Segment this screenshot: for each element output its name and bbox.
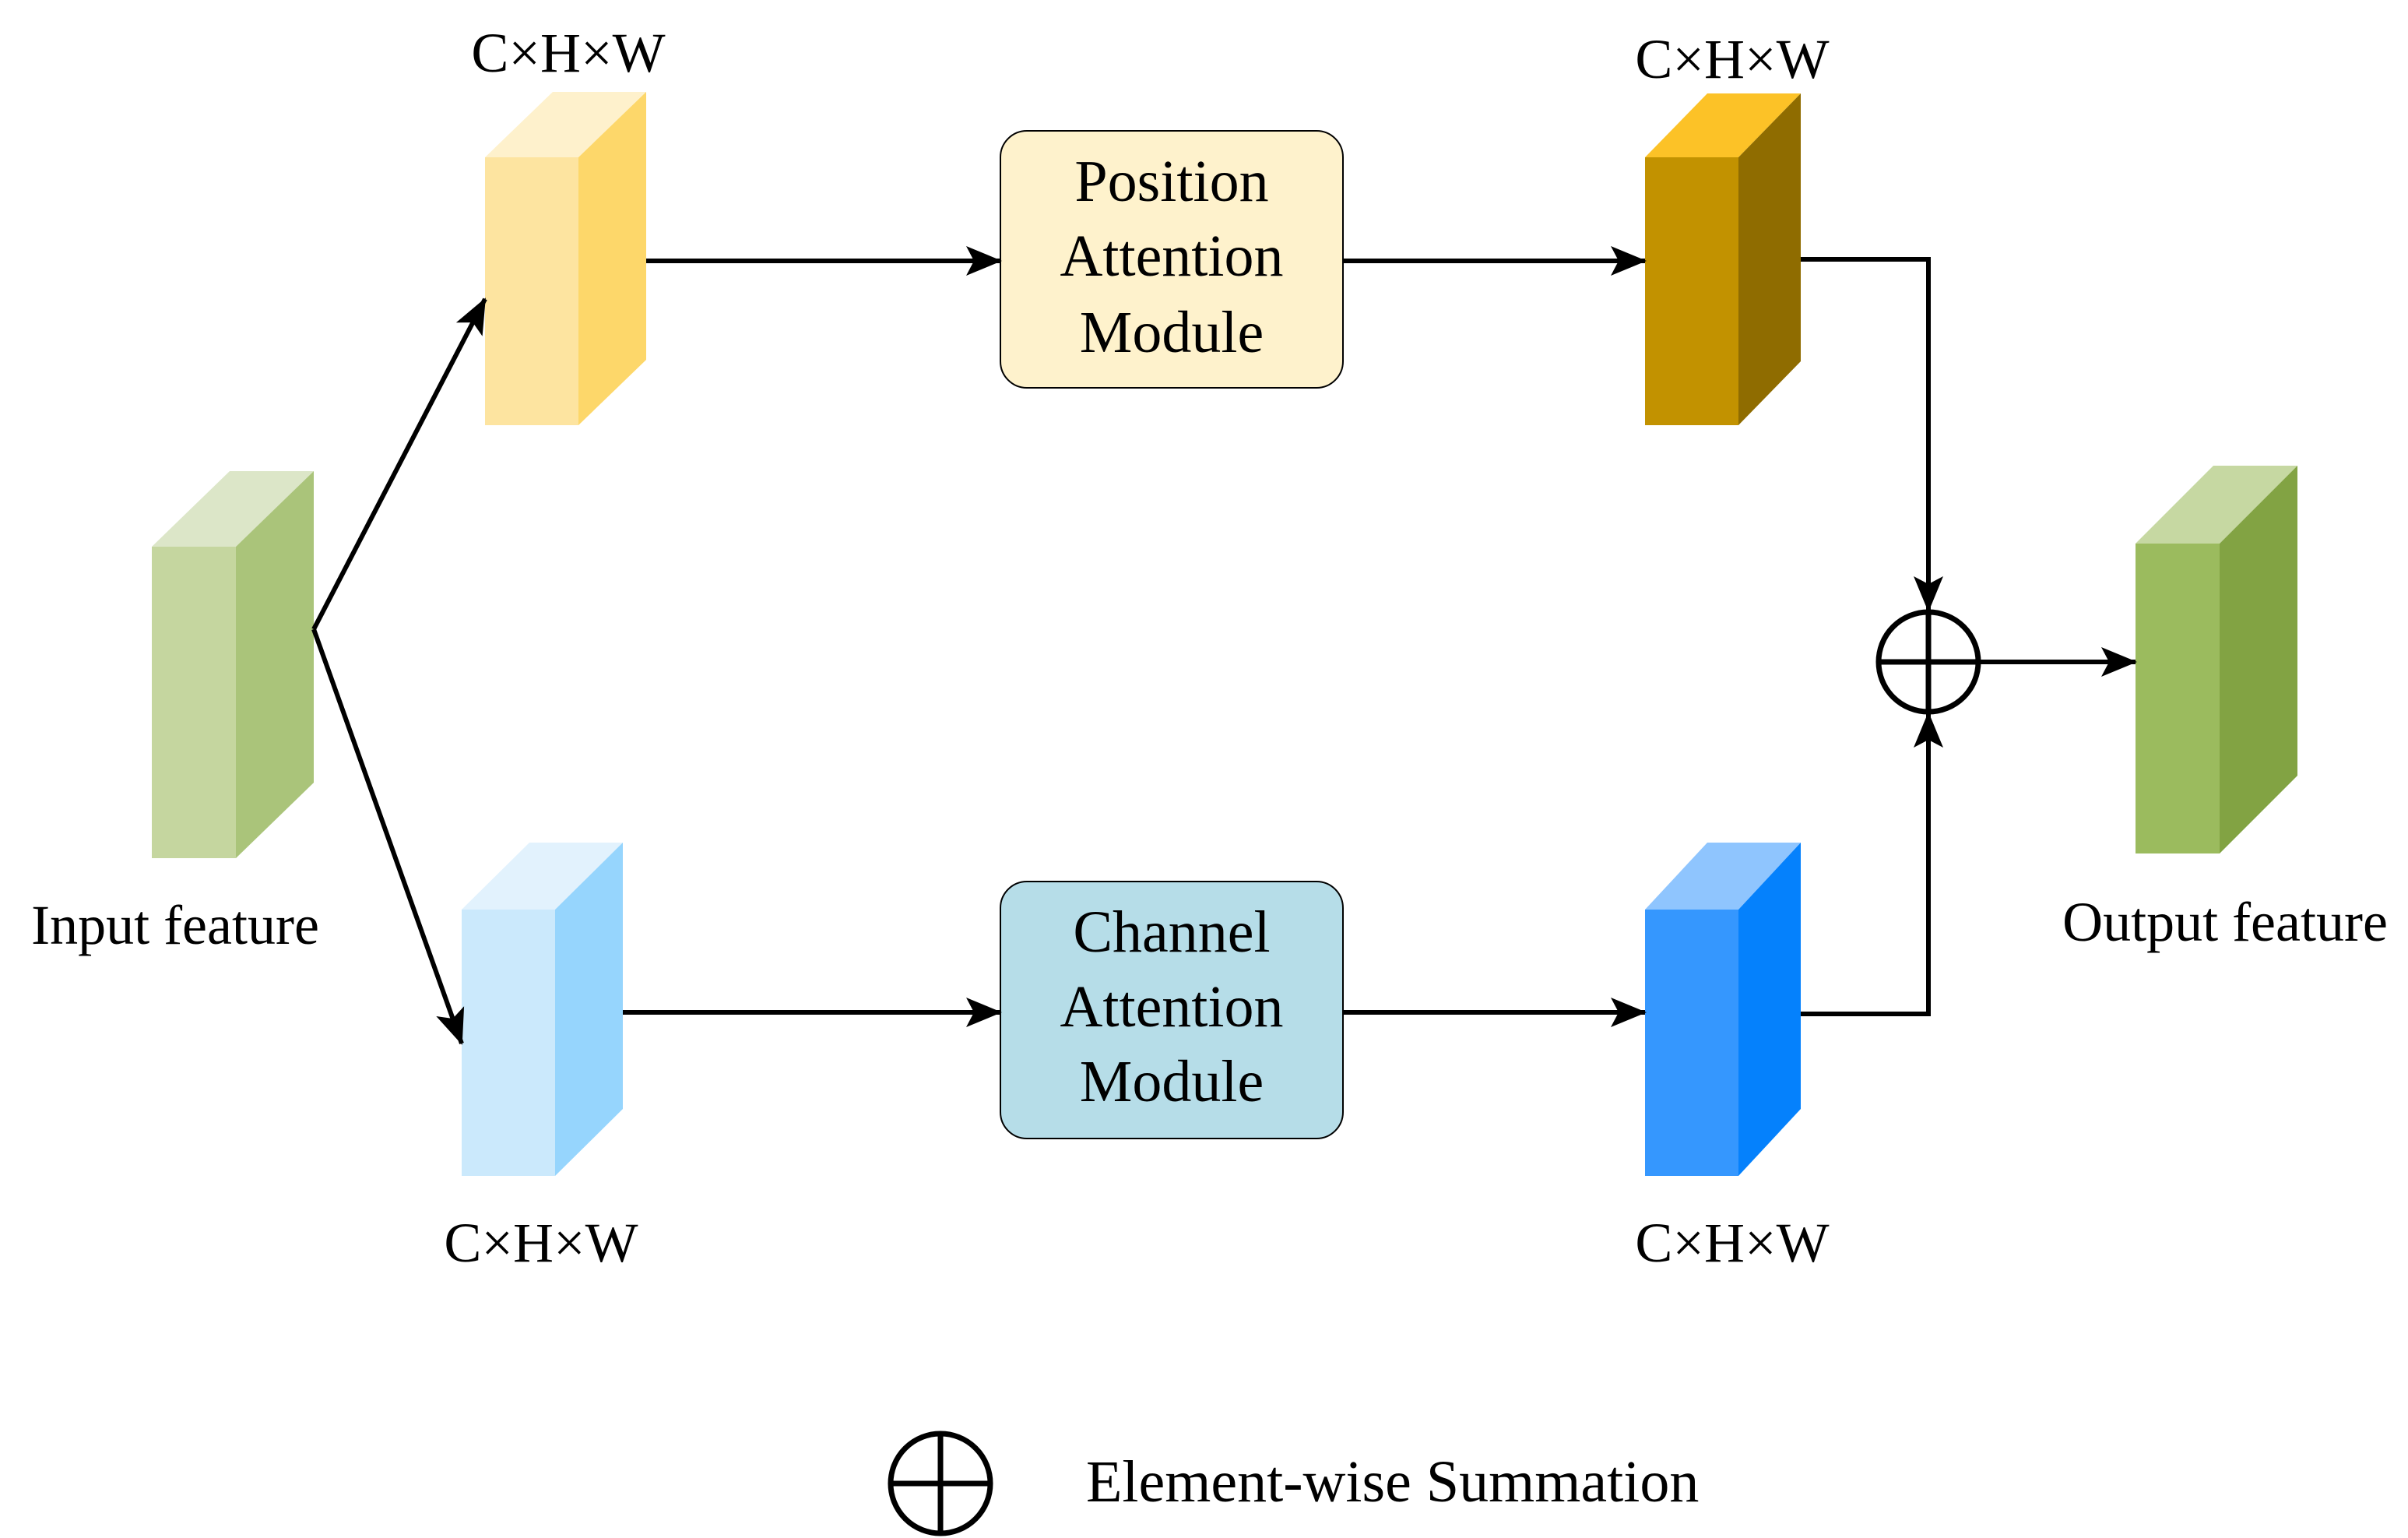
cam-output-top xyxy=(1645,843,1801,910)
legend-sum-icon xyxy=(888,1431,993,1536)
arrow-input-to-channel xyxy=(311,628,465,1045)
channel-attention-module: Channel Attention Module xyxy=(1000,881,1344,1139)
channel-module-line1: Channel xyxy=(1073,899,1270,965)
position-attention-module: Position Attention Module xyxy=(1000,130,1344,389)
output-feature-block xyxy=(2136,466,2297,853)
position-block-dims: C×H×W xyxy=(471,22,665,84)
arrow-input-to-position xyxy=(311,297,487,631)
output-feature-label: Output feature xyxy=(2062,891,2388,953)
channel-module-line2: Attention xyxy=(1060,974,1283,1040)
element-wise-sum-icon xyxy=(1875,609,1981,715)
channel-branch-block xyxy=(462,843,623,1176)
output-block-front xyxy=(2136,544,2220,853)
position-output-block xyxy=(1645,93,1801,425)
pam-output-side xyxy=(1738,93,1801,425)
cam-output-dims: C×H×W xyxy=(1635,1212,1829,1274)
cam-output-front xyxy=(1645,910,1738,1176)
cam-output-side xyxy=(1738,843,1801,1176)
position-module-line3: Module xyxy=(1080,300,1264,365)
position-module-line1: Position xyxy=(1074,149,1268,214)
position-block-front xyxy=(485,157,578,425)
position-block-top xyxy=(485,92,646,157)
pam-output-front xyxy=(1645,157,1738,425)
arrow-cam-output-to-sum xyxy=(1801,712,1943,1016)
pam-output-dims: C×H×W xyxy=(1635,28,1829,90)
input-feature-label: Input feature xyxy=(31,894,319,956)
channel-output-block xyxy=(1645,843,1801,1176)
position-branch-block xyxy=(485,92,646,425)
legend: Element-wise Summation xyxy=(888,1431,1699,1536)
legend-label: Element-wise Summation xyxy=(1086,1449,1699,1515)
channel-block-dims: C×H×W xyxy=(444,1212,638,1274)
input-block-front xyxy=(152,547,236,858)
channel-block-top xyxy=(462,843,623,910)
output-block-side xyxy=(2220,466,2297,853)
input-block-top xyxy=(152,471,314,547)
position-block-side xyxy=(578,92,646,425)
output-block-top xyxy=(2136,466,2297,544)
connectors xyxy=(311,246,2137,1045)
position-module-line2: Attention xyxy=(1060,223,1283,289)
input-block-side xyxy=(236,471,314,858)
arrow-pam-output-to-sum xyxy=(1801,257,1943,612)
channel-block-side xyxy=(555,843,623,1176)
pam-output-top xyxy=(1645,93,1801,157)
channel-module-line3: Module xyxy=(1080,1049,1264,1114)
input-feature-block xyxy=(152,471,314,858)
channel-block-front xyxy=(462,910,555,1176)
